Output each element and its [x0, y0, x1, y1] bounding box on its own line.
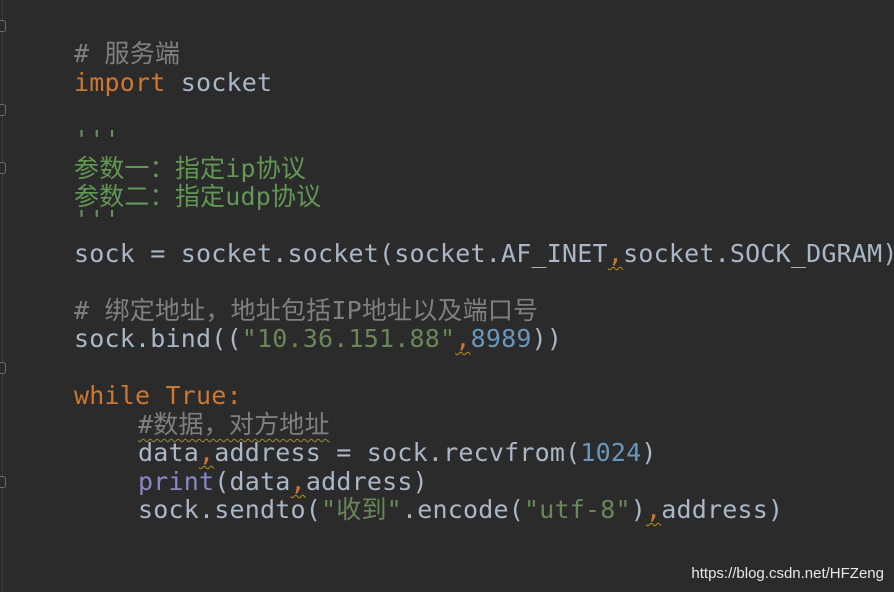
- docstring-open: ''': [74, 125, 120, 154]
- code-line-16[interactable]: print(data,address): [13, 440, 428, 496]
- code-line-5[interactable]: 参数一：指定ip协议: [13, 127, 306, 183]
- encode-call: .encode(: [401, 495, 524, 524]
- sendto-call: sock.sendto(: [138, 495, 322, 524]
- var-data: data: [138, 438, 200, 467]
- comma-warning: ,: [645, 495, 662, 524]
- bind-close: )): [531, 324, 563, 353]
- gutter: [2, 0, 3, 592]
- fold-marker-icon[interactable]: [0, 362, 6, 374]
- fold-marker-icon[interactable]: [0, 476, 6, 488]
- docstring-close: ''': [74, 205, 120, 234]
- keyword-while: while: [74, 381, 151, 410]
- docstring-text: 参数二：指定udp协议: [74, 182, 322, 211]
- code-line-8[interactable]: sock = socket.socket(socket.AF_INET,sock…: [13, 212, 894, 268]
- paren-close: ): [630, 495, 646, 524]
- fold-marker-icon[interactable]: [0, 162, 6, 174]
- code-line-1[interactable]: # 服务端: [13, 12, 180, 68]
- sendto-args-rest: address): [661, 495, 784, 524]
- comma-warning: ,: [199, 438, 215, 467]
- recvfrom-call: address = sock.recvfrom(: [214, 438, 581, 467]
- port-number: 8989: [470, 324, 532, 353]
- comment: # 绑定地址，地址包括IP地址以及端口号: [74, 296, 539, 325]
- ip-string: "10.36.151.88": [241, 324, 456, 353]
- comma-warning: ,: [607, 239, 624, 268]
- fold-marker-icon[interactable]: [0, 20, 6, 32]
- paren-close: ): [641, 438, 657, 467]
- keyword-true: True: [165, 381, 227, 410]
- comment: #数据，对方地址: [138, 410, 330, 439]
- code-line-2[interactable]: import socket: [13, 41, 272, 97]
- fold-marker-icon[interactable]: [0, 104, 6, 116]
- colon: :: [226, 381, 242, 410]
- code-line-14[interactable]: #数据，对方地址: [13, 383, 330, 439]
- comment: # 服务端: [74, 39, 181, 68]
- module-name: socket: [165, 68, 273, 97]
- print-args: (data: [214, 467, 291, 496]
- code-line-15[interactable]: data,address = sock.recvfrom(1024): [13, 411, 657, 467]
- socket-type: socket.SOCK_DGRAM): [623, 239, 894, 268]
- code-line-17[interactable]: sock.sendto("收到".encode("utf-8"),address…: [13, 468, 783, 524]
- code-line-7[interactable]: ''': [13, 178, 120, 234]
- builtin-print: print: [138, 467, 215, 496]
- socket-create: sock = socket.socket(socket.AF_INET: [74, 239, 608, 268]
- code-line-11[interactable]: sock.bind(("10.36.151.88",8989)): [13, 297, 562, 353]
- comma-warning: ,: [290, 467, 306, 496]
- code-line-10[interactable]: # 绑定地址，地址包括IP地址以及端口号: [13, 269, 538, 325]
- bind-call: sock.bind((: [74, 324, 242, 353]
- message-string: "收到": [321, 495, 402, 524]
- code-line-13[interactable]: while True:: [13, 354, 242, 410]
- print-args-rest: address): [305, 467, 428, 496]
- comma-warning: ,: [455, 324, 471, 353]
- docstring-text: 参数一：指定ip协议: [74, 154, 307, 183]
- code-line-6[interactable]: 参数二：指定udp协议: [13, 155, 321, 211]
- encoding-string: "utf-8": [523, 495, 631, 524]
- keyword-import: import: [74, 68, 166, 97]
- watermark: https://blog.csdn.net/HFZeng: [691, 565, 884, 582]
- buffer-size: 1024: [580, 438, 642, 467]
- code-line-4[interactable]: ''': [13, 98, 120, 154]
